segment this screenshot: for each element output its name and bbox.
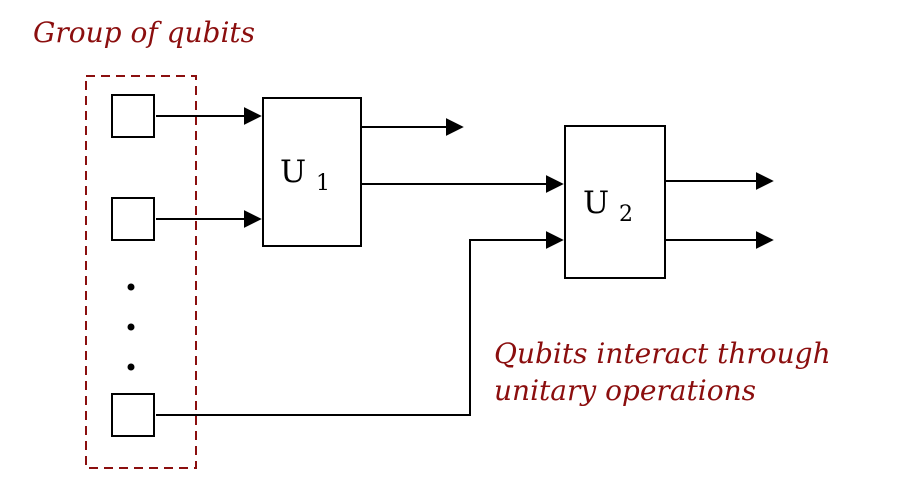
gate-u2-subscript: 2 xyxy=(619,202,633,227)
annotation-line-1: Qubits interact through xyxy=(494,337,831,370)
annotation-line-2: unitary operations xyxy=(494,374,756,407)
gate-u2-letter: U xyxy=(583,185,609,221)
wire-qubitN-to-u2 xyxy=(156,231,564,416)
ellipsis-dot xyxy=(127,363,135,371)
ellipsis-dot xyxy=(127,283,135,291)
gate-u1-subscript: 1 xyxy=(316,171,330,196)
qubit-box xyxy=(111,197,155,241)
gate-u1-box xyxy=(262,97,362,247)
qubit-box xyxy=(111,393,155,437)
gate-u1-letter: U xyxy=(280,154,306,190)
qubit-group-dashed-box xyxy=(85,75,197,469)
qubit-box xyxy=(111,94,155,138)
gate-u1-label: U 1 xyxy=(280,154,330,196)
diagram-title: Group of qubits xyxy=(33,16,255,49)
gate-u2-label: U 2 xyxy=(583,185,633,227)
ellipsis-dot xyxy=(127,323,135,331)
gate-u2-box xyxy=(564,125,666,279)
